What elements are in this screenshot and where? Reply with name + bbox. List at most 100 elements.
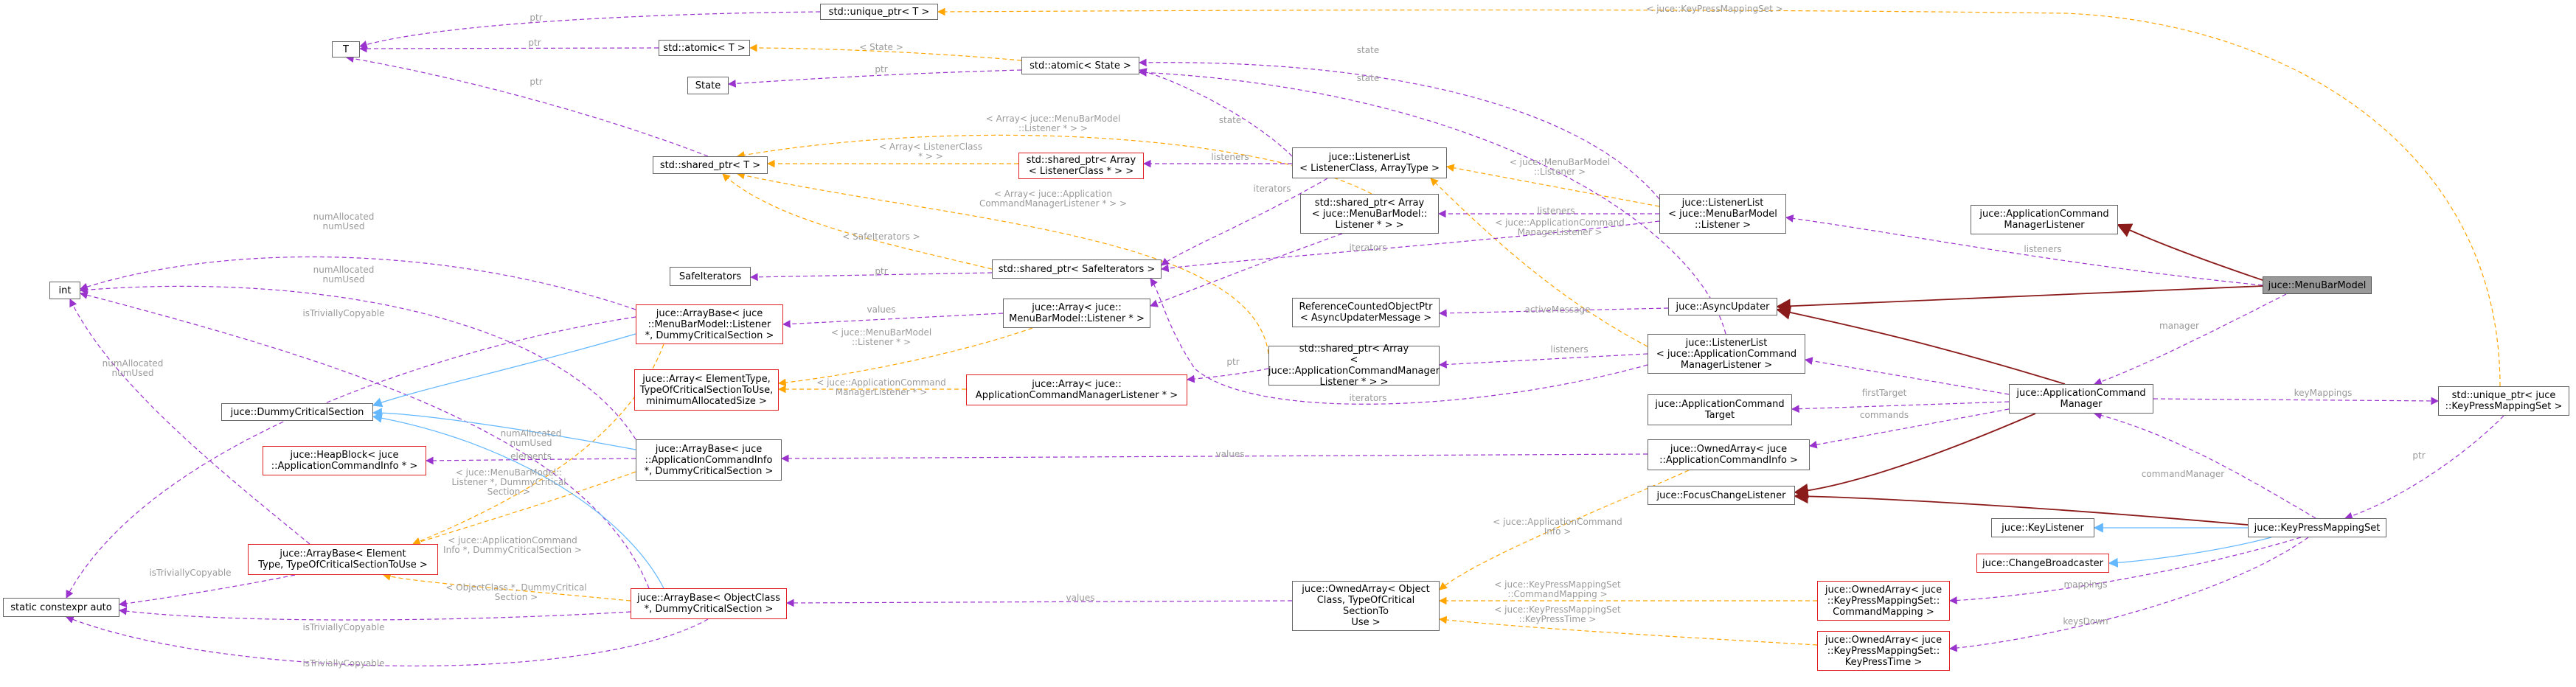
edge-label-ptr: ptr [875,266,888,276]
node-arraybase-generic[interactable]: juce::ArrayBase< Element Type, TypeOfCri… [248,544,438,575]
edge-arraybase-oc-to-generic [382,573,631,601]
edge-acm-inherits-asyncupdater [1776,305,2066,385]
node-atomic-state[interactable]: std::atomic< State > [1021,57,1139,74]
node-ownedarray-commandmapping[interactable]: juce::OwnedArray< juce ::KeyPressMapping… [1817,581,1950,621]
edge-label-commands: commands [1859,410,1909,420]
node-arraybase-objectclass[interactable]: juce::ArrayBase< ObjectClass *, DummyCri… [631,588,787,619]
node-array-mbm[interactable]: juce::Array< juce:: MenuBarModel::Listen… [1003,299,1150,328]
edge-ll-to-atomic-state [1138,68,1293,157]
edge-label-active-message: activeMessage [1524,304,1591,315]
edge-arraybase-aci-to-int [79,285,636,440]
node-listenerlist-mbm[interactable]: juce::ListenerList < juce::MenuBarModel … [1659,194,1786,234]
node-sp-array-mbm-listener[interactable]: std::shared_ptr< Array < juce::MenuBarMo… [1300,194,1439,234]
node-ownedarray-keypresstime[interactable]: juce::OwnedArray< juce ::KeyPressMapping… [1817,631,1950,671]
edge-arraybase-generic-to-static [118,574,296,608]
edge-owned-aci-to-arraybase-aci [780,453,1648,463]
node-atomic-t[interactable]: std::atomic< T > [659,40,750,56]
edge-label-values: values [867,304,896,315]
edge-label-commandmapping-template: < juce::KeyPressMappingSet ::CommandMapp… [1494,579,1621,599]
edge-label-manager: manager [2159,321,2199,331]
edge-ll-mbm-to-atomic-state [1138,58,1660,200]
node-arraybase-aci[interactable]: juce::ArrayBase< juce ::ApplicationComma… [636,439,782,481]
node-changebroadcaster[interactable]: juce::ChangeBroadcaster [1976,554,2109,573]
edge-acm-to-ll-acml [1804,357,2010,395]
edge-label-trivially-copyable: isTriviallyCopyable [302,308,385,318]
node-sp-array-acml[interactable]: std::shared_ptr< Array < juce::Applicati… [1268,344,1440,388]
edge-label-iterators: iterators [1253,184,1291,194]
node-keylistener[interactable]: juce::KeyListener [1991,518,2094,537]
node-safeiterators[interactable]: SafeIterators [670,267,751,286]
edge-ll-acml-to-atomic-state [1138,69,1726,335]
edge-kpms-to-owned-cm [1948,537,2302,604]
edge-atomic-state-to-state [727,69,1022,88]
node-ownedarray-aci[interactable]: juce::OwnedArray< juce ::ApplicationComm… [1648,439,1810,470]
edge-label-ptr: ptr [530,77,543,87]
node-refcounted[interactable]: ReferenceCountedObjectPtr < AsyncUpdater… [1292,298,1440,327]
edge-sp-mbm-to-array-mbm [1149,233,1343,307]
node-listenerlist-acml[interactable]: juce::ListenerList < juce::ApplicationCo… [1648,334,1805,374]
edge-label-kpms-template: < juce::KeyPressMappingSet > [1646,4,1783,14]
edge-label-first-target: firstTarget [1861,388,1907,398]
edge-kpms-inherits-focuschange [1794,489,2249,526]
edge-menubarmodel-to-ll-mbm [1785,215,2263,286]
node-sp-array-listenerclass[interactable]: std::shared_ptr< Array < ListenerClass *… [1018,153,1144,179]
edge-label-trivially-copyable: isTriviallyCopyable [302,622,385,632]
node-array-acml[interactable]: juce::Array< juce:: ApplicationCommandMa… [966,374,1187,405]
node-arraybase-mbm[interactable]: juce::ArrayBase< juce ::MenuBarModel::Li… [636,304,783,344]
node-array-generic[interactable]: juce::Array< ElementType, TypeOfCritical… [634,369,779,411]
edge-label-listeners: listeners [2024,244,2062,254]
node-applicationcommandmanager[interactable]: juce::ApplicationCommand Manager [2009,384,2153,414]
node-state[interactable]: State [687,77,729,94]
node-dummycriticalsection[interactable]: juce::DummyCriticalSection [221,403,373,421]
edge-label-state: state [1356,45,1380,55]
edge-arraybase-aci-to-heapblock [425,456,636,465]
edge-label-state: state [1356,73,1380,83]
node-heapblock[interactable]: juce::HeapBlock< juce ::ApplicationComma… [263,446,426,475]
node-int[interactable]: int [49,282,80,299]
edge-label-iterators: iterators [1349,243,1387,253]
edge-menubarmodel-to-acm [2093,293,2287,386]
node-acm-listener[interactable]: juce::ApplicationCommand ManagerListener [1971,205,2118,234]
node-unique-ptr-t[interactable]: std::unique_ptr< T > [820,4,938,20]
edge-label-acml-array: < Array< juce::Application CommandManage… [979,189,1128,209]
edge-label-ptr: ptr [530,13,543,23]
edge-kpms-to-acm [2093,411,2316,519]
node-static-constexpr[interactable]: static constexpr auto [3,598,119,617]
edge-label-listenerclass-array: < Array< ListenerClass * > > [879,142,982,161]
node-listenerlist-generic[interactable]: juce::ListenerList < ListenerClass, Arra… [1292,147,1447,178]
node-ownedarray-generic[interactable]: juce::OwnedArray< Object Class, TypeOfCr… [1292,581,1440,631]
edge-label-acml-ptr: < juce::ApplicationCommand ManagerListen… [816,377,946,397]
edge-label-listeners: listeners [1537,206,1575,216]
node-asyncupdater[interactable]: juce::AsyncUpdater [1668,298,1777,315]
edge-atomic-to-t [358,44,659,53]
edge-menubarmodel-inherits-asyncupdater [1776,285,2263,314]
edge-unique-kpms-to-unique-t [937,7,2501,387]
edge-arraybase-oc2-to-static [65,615,709,667]
edge-label-acml-template: < juce::ApplicationCommand ManagerListen… [1495,217,1625,237]
node-applicationcommandtarget[interactable]: juce::ApplicationCommand Target [1648,394,1792,425]
edge-sp-acml-to-array-acml [1186,368,1269,383]
edge-ll-to-sp-safeiter [1161,178,1328,266]
edge-label-keysdown: keysDown [2063,616,2108,627]
edge-array-mbm-to-array-generic [777,327,1033,387]
edge-kpms-to-owned-kpt [1948,537,2309,652]
edge-label-keypresstime-template: < juce::KeyPressMappingSet ::KeyPressTim… [1494,604,1621,624]
edge-arraybase-oc-inherits-dummycs [372,413,664,589]
edge-unique-kpms-to-kpms [2344,415,2504,520]
node-t[interactable]: T [332,41,360,57]
edge-asyncupdater-to-refcounted [1438,307,1669,318]
node-keypressmappingset[interactable]: juce::KeyPressMappingSet [2248,518,2386,537]
edge-owned-generic-to-arraybase-oc [785,599,1293,607]
edge-menubarmodel-inherits-acml [2117,223,2263,281]
node-focuschangelistener[interactable]: juce::FocusChangeListener [1648,486,1795,505]
node-unique-ptr-kpms[interactable]: std::unique_ptr< juce ::KeyPressMappingS… [2438,386,2569,416]
node-sp-safeiterators[interactable]: std::shared_ptr< SafeIterators > [992,259,1162,279]
node-menubarmodel[interactable]: juce::MenuBarModel [2263,276,2372,294]
edge-array-mbm-to-arraybase-mbm [782,313,1004,328]
edge-ll-acml-to-sp-acml [1438,353,1648,369]
edge-sp-safeiter-to-safeiterators [749,272,993,282]
edge-label-arraybase-aci-template: < juce::ApplicationCommand Info *, Dummy… [443,535,582,555]
edge-label-safeiterators-template: < SafeIterators > [842,231,920,242]
node-shared-ptr-t[interactable]: std::shared_ptr< T > [653,156,768,174]
